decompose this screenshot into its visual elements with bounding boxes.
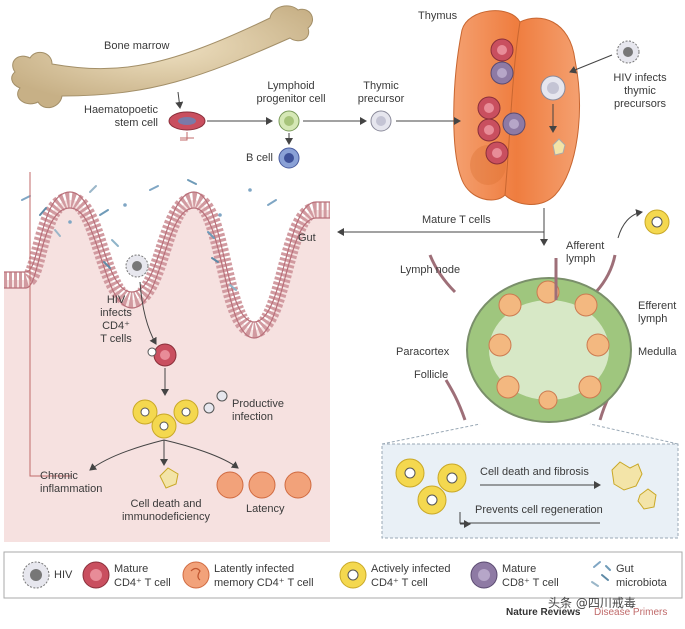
label-chronic-l2: inflammation (40, 483, 103, 495)
active-cd4-icon (339, 561, 367, 589)
legend-gut-l2: microbiota (616, 577, 667, 589)
fibrosis-cells (395, 458, 657, 515)
legend-latent-l1: Latently infected (214, 563, 295, 575)
label-hiv-cd4-l2: infects (100, 307, 132, 319)
inflammation-feedback-line (29, 132, 194, 477)
legend-active-l1: Actively infected (371, 563, 451, 575)
label-fibrosis: Cell death and fibrosis (480, 466, 589, 478)
label-thymus: Thymus (418, 10, 458, 22)
gut-microbiota (21, 179, 277, 291)
label-hiv-thymic-l3: precursors (614, 98, 666, 110)
label-hiv-cd4-l1: HIV (106, 294, 126, 306)
label-prevents: Prevents cell regeneration (475, 504, 603, 516)
label-afferent-l2: lymph (566, 253, 596, 265)
b-cell (278, 147, 300, 169)
actively-infected-cells (132, 390, 228, 439)
footer-journal: Nature Reviews (506, 607, 581, 618)
fibrosis-panel (381, 423, 679, 539)
thymic-precursor-cell (370, 110, 392, 132)
watermark: 头条 @四川戒毒 (548, 596, 636, 610)
label-chronic-l1: Chronic (40, 470, 78, 482)
label-latency: Latency (246, 503, 285, 515)
label-thymic-l2: precursor (357, 93, 405, 105)
label-afferent-l1: Afferent (566, 240, 605, 252)
label-hiv-cd4-l4: T cells (100, 333, 132, 345)
efferent-mature-cell (644, 209, 670, 235)
flow-arrows (89, 54, 643, 528)
hiv-virion-thymus (616, 40, 640, 64)
hiv-icon (22, 561, 50, 589)
bone-marrow-illustration (11, 5, 313, 109)
mature-cd4-t-cell-icon (82, 561, 110, 589)
label-haematopoietic-l1: Haematopoetic (84, 104, 158, 116)
label-lymph-node: Lymph node (400, 264, 461, 276)
legend-icons (22, 561, 611, 589)
legend-cd8-l1: Mature (502, 563, 537, 575)
label-thymic-l1: Thymic (363, 80, 399, 92)
legend-hiv-label: HIV (54, 569, 73, 581)
label-hiv-thymic-l2: thymic (624, 85, 656, 97)
haematopoietic-stem-cell (168, 111, 206, 131)
legend-mature-cd4-l1: Mature (114, 563, 149, 575)
legend-latent-l2: memory CD4⁺ T cell (214, 577, 314, 589)
label-mature-t-cells: Mature T cells (422, 214, 491, 226)
footer-series: Disease Primers (594, 607, 668, 618)
lymphoid-progenitor-cell (278, 110, 300, 132)
legend-active-l2: CD4⁺ T cell (371, 577, 428, 589)
label-bone-marrow: Bone marrow (104, 40, 170, 52)
label-celldeath-l1: Cell death and (130, 498, 202, 510)
label-efferent-l2: lymph (638, 313, 668, 325)
latent-memory-cd4-icon (182, 561, 210, 589)
lymph-node-illustration (428, 254, 632, 423)
infected-cd4-cell (147, 343, 177, 367)
label-b-cell: B cell (246, 152, 273, 164)
label-celldeath-l2: immunodeficiency (121, 511, 211, 523)
mature-cd8-t-cell-icon (470, 561, 498, 589)
legend-gut-l1: Gut (616, 563, 634, 575)
hiv-virion-gut (125, 254, 149, 278)
lymph-follicles (488, 280, 610, 410)
label-lymphoid-l1: Lymphoid (267, 80, 315, 92)
thymus-cells (477, 38, 566, 165)
dying-cell (159, 467, 179, 489)
label-productive-l2: infection (232, 411, 273, 423)
label-follicle: Follicle (414, 369, 449, 381)
gut-microbiota-icon (591, 561, 611, 587)
label-hiv-cd4-l3: CD4⁺ (102, 320, 130, 332)
label-paracortex: Paracortex (396, 346, 450, 358)
label-productive-l1: Productive (232, 398, 284, 410)
legend-cd8-l2: CD8⁺ T cell (502, 577, 559, 589)
label-hiv-thymic-l1: HIV infects (613, 72, 667, 84)
label-medulla: Medulla (638, 346, 677, 358)
latent-cells (216, 471, 312, 499)
label-haematopoietic-l2: stem cell (114, 117, 158, 129)
label-gut: Gut (298, 232, 316, 244)
label-efferent-l1: Efferent (638, 300, 677, 312)
label-lymphoid-l2: progenitor cell (256, 93, 326, 105)
thymus-illustration (453, 10, 580, 205)
legend-mature-cd4-l2: CD4⁺ T cell (114, 577, 171, 589)
